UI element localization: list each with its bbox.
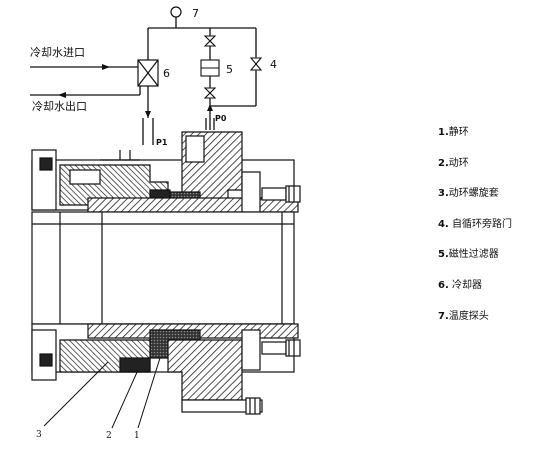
parts-legend: 1.静环 2.动环 3.动环螺旋套 4. 自循环旁路门 5.磁性过滤器 6. 冷…: [438, 127, 554, 341]
legend-num: 7.: [438, 310, 449, 322]
legend-item: 1.静环: [438, 127, 554, 139]
legend-item: 2.动环: [438, 158, 554, 170]
legend-num: 4.: [438, 218, 449, 230]
bypass-valve-icon: [249, 57, 263, 71]
legend-item: 6. 冷却器: [438, 280, 554, 292]
callout-leaders: [43, 357, 161, 429]
legend-text: 静环: [448, 127, 469, 138]
legend-item: 7.温度探头: [438, 311, 554, 323]
sensor-number-label: 7: [192, 7, 199, 20]
seal-housing-upper: [31, 131, 301, 213]
valve-number-label: 4: [270, 58, 277, 71]
legend-num: 3.: [438, 188, 449, 200]
legend-num: 6.: [438, 279, 449, 291]
p0-label: P0: [215, 114, 227, 123]
callout-3: 3: [36, 430, 42, 440]
legend-text: 磁性过滤器: [448, 249, 499, 261]
filter-number-label: 5: [226, 63, 233, 76]
flow-arrows: [58, 64, 213, 118]
seal-housing-lower: [31, 323, 301, 415]
gate-valve-icon: [203, 35, 217, 99]
legend-item: 4. 自循环旁路门: [438, 219, 554, 231]
temperature-gauge-icon: [170, 6, 182, 18]
legend-text: 自循环旁路门: [448, 218, 512, 230]
heat-exchanger-icon: [137, 59, 159, 87]
p1-label: P1: [156, 138, 168, 147]
legend-item: 5.磁性过滤器: [438, 249, 554, 261]
legend-num: 5.: [438, 249, 449, 261]
legend-item: 3.动环螺旋套: [438, 188, 554, 200]
legend-text: 冷却器: [448, 279, 482, 291]
coolant-inlet-label: 冷却水进口: [30, 46, 85, 59]
cooler-number-label: 6: [163, 67, 170, 80]
shaft: [31, 211, 295, 325]
legend-text: 动环: [448, 157, 469, 169]
legend-num: 1.: [438, 127, 449, 138]
legend-text: 温度探头: [448, 310, 489, 322]
coolant-outlet-label: 冷却水出口: [32, 100, 87, 113]
callout-1: 1: [134, 431, 140, 441]
magnetic-filter-icon: [200, 59, 220, 77]
legend-text: 动环螺旋套: [448, 188, 499, 200]
callout-2: 2: [106, 431, 112, 441]
legend-num: 2.: [438, 157, 449, 169]
